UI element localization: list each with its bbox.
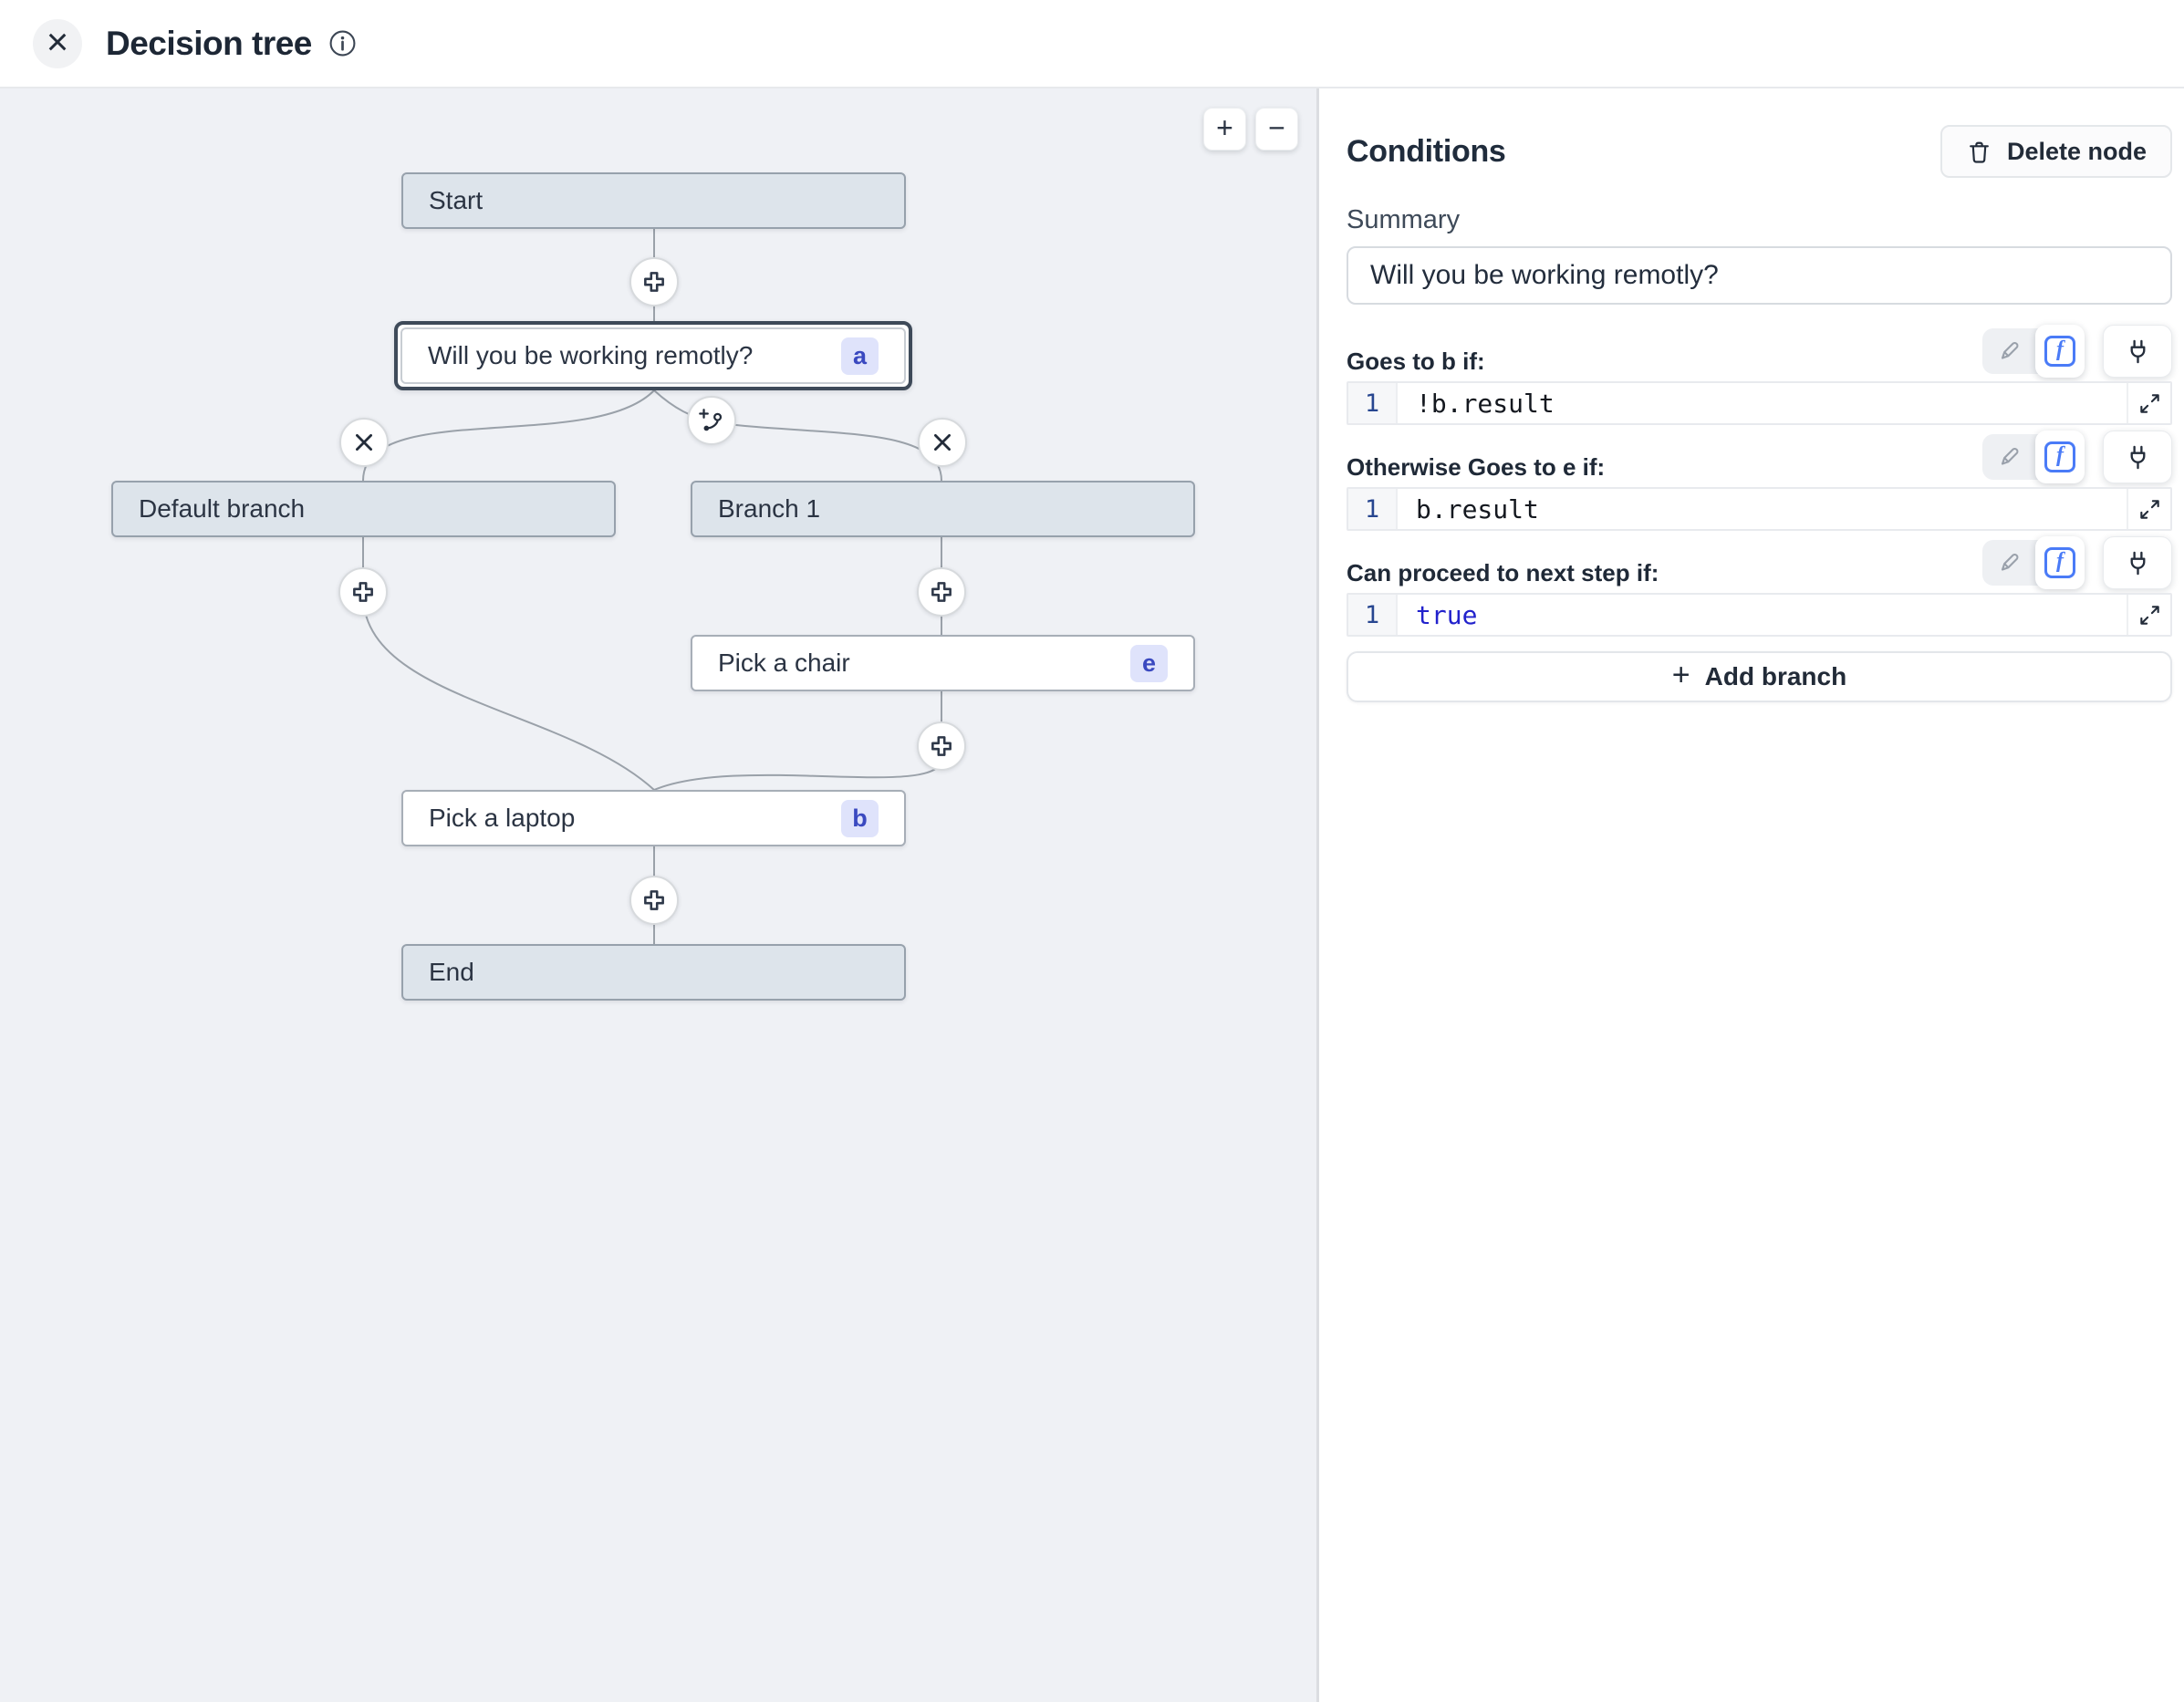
condition-section-can-proceed: Can proceed to next step if: f bbox=[1347, 536, 2172, 637]
add-step-button[interactable] bbox=[917, 721, 966, 771]
remove-branch-button[interactable] bbox=[339, 418, 389, 467]
add-branch-button[interactable]: + Add branch bbox=[1347, 651, 2172, 702]
node-question-selected[interactable]: Will you be working remotly? a bbox=[394, 321, 912, 390]
node-label: Start bbox=[429, 186, 484, 214]
node-label: End bbox=[429, 958, 474, 986]
node-label: Default branch bbox=[139, 494, 306, 523]
plug-icon bbox=[2130, 339, 2145, 363]
zoom-in-button[interactable]: + bbox=[1203, 108, 1246, 150]
branch-plus-icon bbox=[699, 409, 723, 431]
zoom-out-button[interactable]: − bbox=[1255, 108, 1298, 150]
function-icon: f bbox=[2044, 547, 2075, 578]
editor-mode-toggle: f bbox=[1982, 431, 2085, 483]
function-mode-button[interactable]: f bbox=[2035, 431, 2085, 483]
plus-icon: + bbox=[1671, 658, 1690, 692]
plug-icon bbox=[2130, 445, 2145, 469]
node-default-branch[interactable]: Default branch bbox=[111, 481, 616, 537]
code-editor[interactable]: 1 b.result bbox=[1347, 487, 2172, 531]
node-badge: e bbox=[1130, 644, 1168, 682]
pencil-icon bbox=[2001, 553, 2019, 571]
connect-data-button[interactable] bbox=[2103, 325, 2172, 378]
summary-label: Summary bbox=[1347, 205, 1461, 234]
edit-mode-button[interactable] bbox=[1982, 434, 2035, 480]
edit-mode-button[interactable] bbox=[1982, 540, 2035, 586]
conditions-panel: Conditions Delete node Summary Goes to b… bbox=[1316, 88, 2184, 1702]
node-badge: b bbox=[841, 799, 879, 837]
plus-icon: + bbox=[1216, 111, 1233, 144]
add-step-button[interactable] bbox=[338, 567, 388, 617]
function-icon: f bbox=[2044, 441, 2075, 472]
expand-editor-button[interactable] bbox=[2127, 595, 2170, 635]
add-step-icon bbox=[644, 890, 664, 910]
function-mode-button[interactable]: f bbox=[2035, 325, 2085, 378]
page-title: Decision tree bbox=[106, 24, 312, 62]
pencil-icon bbox=[2001, 341, 2019, 359]
summary-input[interactable] bbox=[1347, 246, 2172, 305]
add-step-button[interactable] bbox=[629, 876, 679, 925]
flow-canvas[interactable]: Start Will you be working remotly? a Def… bbox=[0, 88, 1316, 1702]
expand-editor-button[interactable] bbox=[2127, 489, 2170, 529]
editor-mode-toggle: f bbox=[1982, 536, 2085, 589]
node-label: Will you be working remotly? bbox=[428, 341, 754, 369]
node-pick-laptop[interactable]: Pick a laptop b bbox=[401, 790, 906, 846]
condition-section-otherwise-goes-to-e: Otherwise Goes to e if: f bbox=[1347, 431, 2172, 531]
code-text: true bbox=[1416, 599, 1478, 630]
code-text: !b.result bbox=[1416, 388, 1555, 419]
node-start[interactable]: Start bbox=[401, 172, 906, 229]
function-mode-button[interactable]: f bbox=[2035, 536, 2085, 589]
code-editor[interactable]: 1 true bbox=[1347, 593, 2172, 637]
node-label: Pick a chair bbox=[718, 649, 850, 677]
expand-icon bbox=[2139, 393, 2159, 413]
minus-icon: − bbox=[1268, 111, 1285, 144]
condition-label: Goes to b if: bbox=[1347, 348, 1485, 375]
add-step-button[interactable] bbox=[917, 567, 966, 617]
line-number: 1 bbox=[1348, 595, 1398, 635]
x-icon bbox=[356, 434, 372, 451]
node-end[interactable]: End bbox=[401, 944, 906, 1001]
add-step-button[interactable] bbox=[629, 257, 679, 306]
condition-section-goes-to-b: Goes to b if: f bbox=[1347, 325, 2172, 425]
node-question: Will you be working remotly? a bbox=[400, 327, 906, 384]
panel-title: Conditions bbox=[1347, 133, 1506, 169]
close-button[interactable]: × bbox=[33, 18, 82, 68]
remove-branch-button[interactable] bbox=[918, 418, 967, 467]
add-step-icon bbox=[931, 582, 952, 602]
plug-icon bbox=[2130, 551, 2145, 575]
add-step-icon bbox=[353, 582, 373, 602]
condition-label: Otherwise Goes to e if: bbox=[1347, 453, 1606, 481]
connect-data-button[interactable] bbox=[2103, 536, 2172, 589]
edit-mode-button[interactable] bbox=[1982, 328, 2035, 374]
node-pick-chair[interactable]: Pick a chair e bbox=[691, 635, 1195, 691]
add-branch-split-button[interactable] bbox=[687, 396, 736, 445]
add-step-icon bbox=[644, 272, 664, 292]
add-step-icon bbox=[931, 736, 952, 756]
top-bar: × Decision tree bbox=[0, 0, 2184, 88]
node-label: Pick a laptop bbox=[429, 804, 576, 832]
info-icon[interactable] bbox=[328, 29, 357, 57]
node-branch-1[interactable]: Branch 1 bbox=[691, 481, 1195, 537]
line-number: 1 bbox=[1348, 383, 1398, 423]
line-number: 1 bbox=[1348, 489, 1398, 529]
node-badge: a bbox=[841, 337, 879, 375]
expand-editor-button[interactable] bbox=[2127, 383, 2170, 423]
function-icon: f bbox=[2044, 336, 2075, 367]
pencil-icon bbox=[2001, 447, 2019, 465]
close-icon: × bbox=[46, 19, 69, 63]
code-text: b.result bbox=[1416, 493, 1539, 524]
connect-data-button[interactable] bbox=[2103, 431, 2172, 483]
expand-icon bbox=[2139, 499, 2159, 519]
trash-icon bbox=[1970, 141, 1989, 163]
node-label: Branch 1 bbox=[718, 494, 821, 523]
delete-node-button[interactable]: Delete node bbox=[1940, 125, 2172, 178]
code-editor[interactable]: 1 !b.result bbox=[1347, 381, 2172, 425]
condition-label: Can proceed to next step if: bbox=[1347, 559, 1659, 586]
editor-mode-toggle: f bbox=[1982, 325, 2085, 378]
expand-icon bbox=[2139, 605, 2159, 625]
x-icon bbox=[934, 434, 951, 451]
